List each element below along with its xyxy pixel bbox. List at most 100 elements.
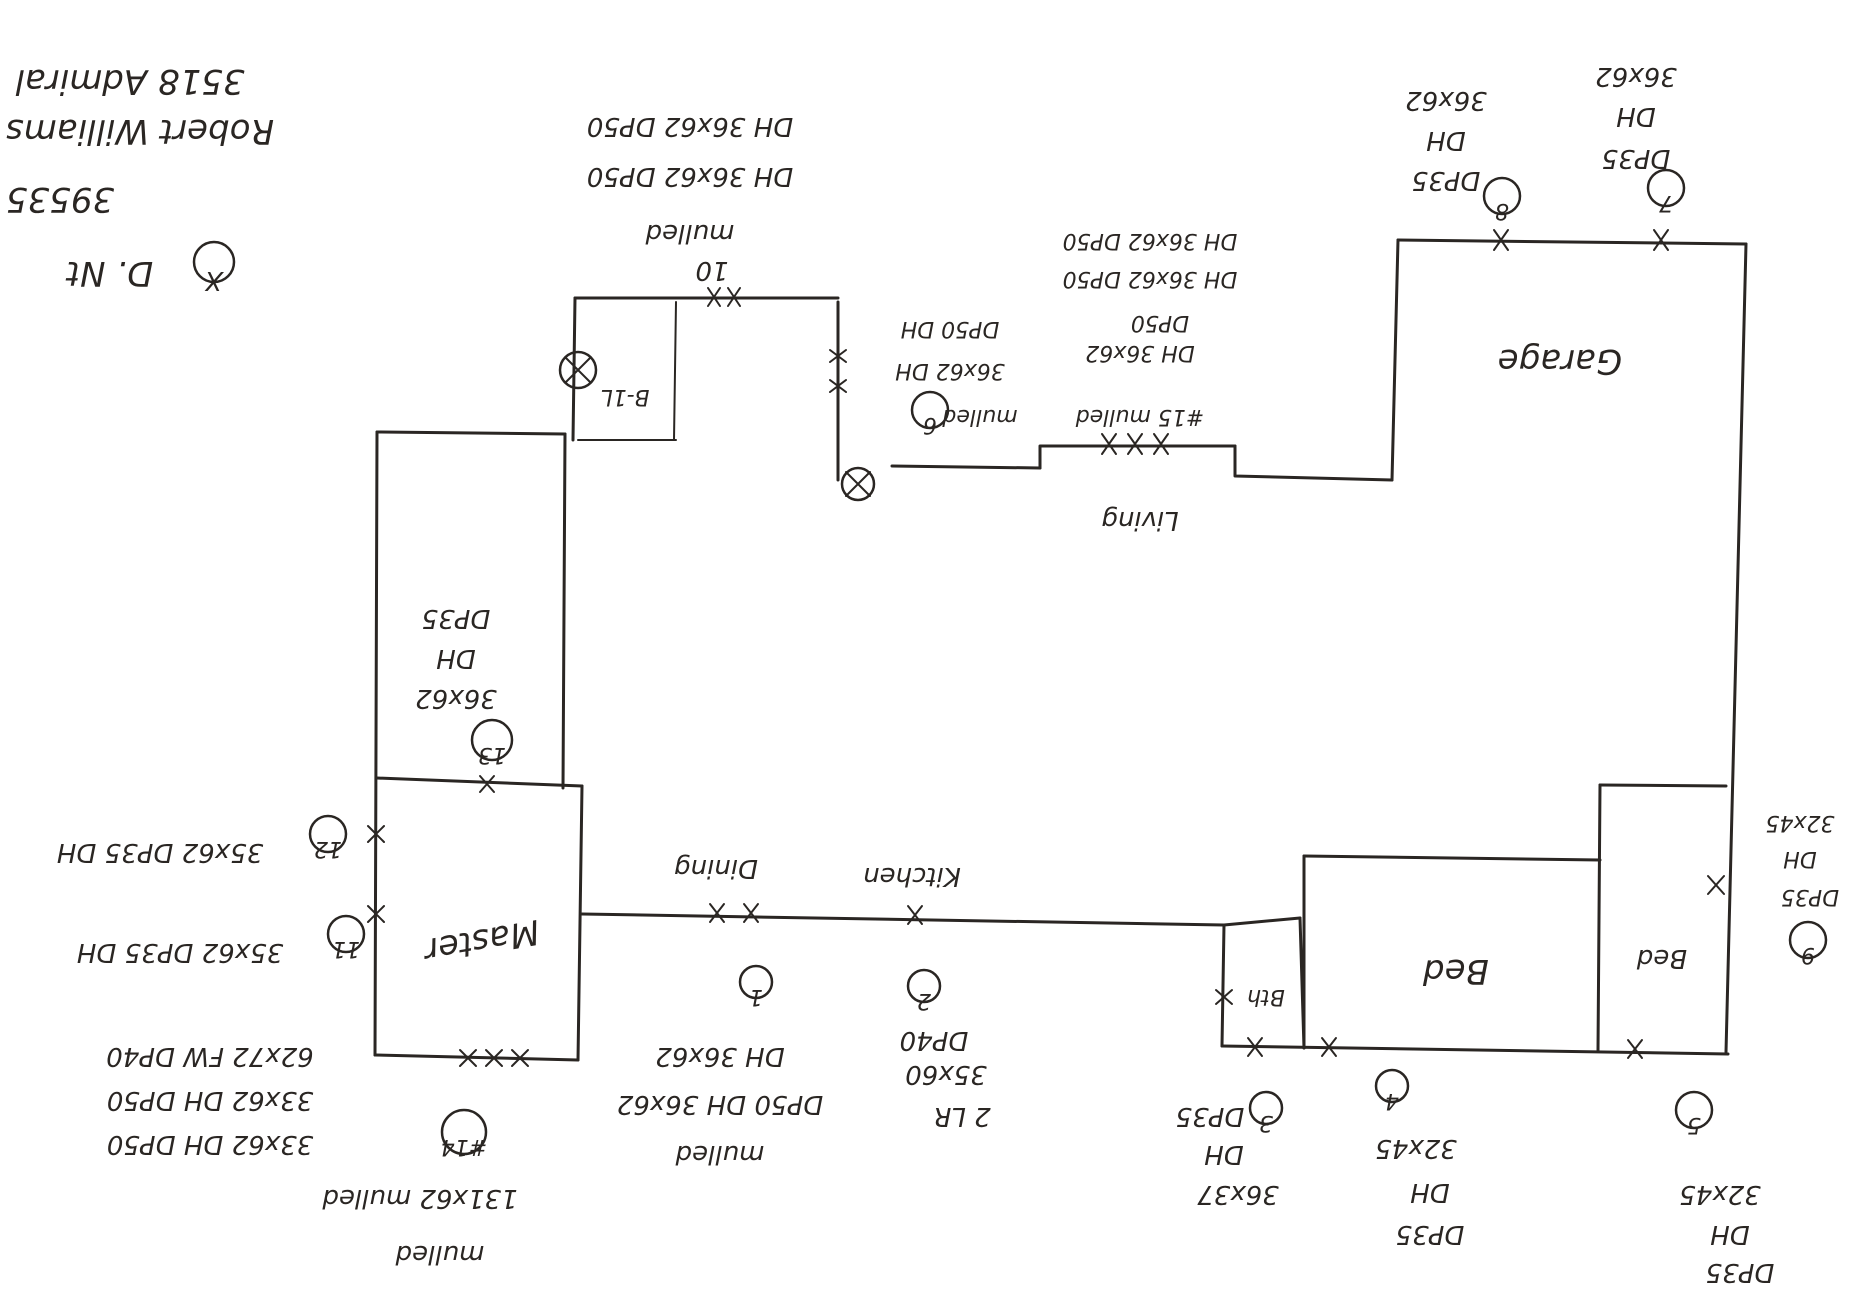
- room-label-garage: Garage: [1498, 341, 1623, 381]
- mark-x: [459, 1049, 477, 1067]
- mark-x: [479, 775, 495, 793]
- wall-front-step2: [1233, 444, 1394, 482]
- window-marks: [367, 229, 1725, 1067]
- note-text: #15 mulled: [1075, 404, 1205, 429]
- mark-x: [829, 349, 847, 363]
- note-text: 2 LR: [933, 1101, 990, 1131]
- note-text: DH 36x62 DP50: [587, 111, 793, 141]
- note-text: DH: [1410, 1177, 1450, 1207]
- note-number-circle-icon: [1482, 176, 1522, 216]
- note-text: DH: [436, 643, 476, 673]
- mark-x: [1215, 989, 1233, 1005]
- wall-master-bottom: [373, 1053, 580, 1062]
- note-text: 131x62 mulled: [322, 1183, 518, 1213]
- room-label-living: Living: [1101, 505, 1178, 535]
- header-notes: Robert Williams 3518 Admiral 39535 X D. …: [6, 61, 274, 295]
- mark-x: [1321, 1037, 1337, 1057]
- legend-circle-icon: [192, 240, 236, 284]
- note-text: DP40: [900, 1025, 969, 1055]
- note-number: 3: [1259, 1110, 1273, 1135]
- mark-x: [1247, 1037, 1263, 1057]
- wall-bedmid-top: [1302, 854, 1602, 862]
- wall-front-step: [1038, 444, 1237, 470]
- note-text: DH 36x62 DP50: [1063, 228, 1238, 253]
- note-text: 36x62: [1405, 85, 1487, 115]
- note-number: 8: [1495, 198, 1509, 223]
- note-number: 13: [478, 742, 506, 767]
- note-text: DP50: [1131, 310, 1189, 335]
- note-number: 11: [332, 936, 360, 961]
- note-group-9: 9 32x45 DH DP35: [1765, 810, 1839, 967]
- note-text: DH: [1783, 846, 1816, 871]
- note-text: DH: [1204, 1139, 1244, 1169]
- note-text: DP35: [1396, 1219, 1465, 1249]
- note-number-circle-icon: [1646, 168, 1686, 208]
- note-text: DP35: [1602, 143, 1671, 173]
- note-number: 12: [314, 836, 342, 861]
- note-group-2: 2 DP40 35x60 2 LR: [900, 968, 991, 1131]
- note-text: 32x45: [1765, 810, 1834, 835]
- note-number: 9: [1801, 942, 1815, 967]
- legend-symbol: X: [204, 265, 225, 295]
- wall-bath2-left: [1220, 923, 1226, 1048]
- wall-master-top: [375, 776, 584, 788]
- mark-x: [367, 825, 385, 843]
- note-text: DP50 DH: [901, 316, 1000, 341]
- wall-garage-right: [1724, 242, 1748, 1054]
- note-number-circle-icon: [308, 814, 348, 854]
- note-text: mulled: [395, 1239, 484, 1269]
- note-number-circle-icon: [738, 964, 774, 1000]
- mark-x: [1493, 229, 1509, 251]
- note-group-8: 8 DP35 DH 36x62: [1405, 85, 1522, 223]
- mark-x: [829, 379, 847, 393]
- legend-text: D. Nt: [65, 253, 153, 293]
- wall-front-1: [890, 464, 1042, 470]
- room-label-bed-mid: Bed: [1423, 951, 1489, 991]
- note-text: 33x62 DH DP50: [107, 1085, 313, 1115]
- note-number-circle-icon: [326, 914, 366, 954]
- note-number: 4: [1385, 1088, 1399, 1113]
- mark-x: [1707, 875, 1725, 895]
- note-number: #14: [441, 1134, 487, 1159]
- mark-x: [727, 287, 741, 307]
- mark-x: [1153, 433, 1169, 455]
- note-group-6: 6 mulled 36x62 DH DP50 DH: [895, 316, 1017, 437]
- note-text: DP35: [422, 603, 491, 633]
- note-text: DH 36x62 DP50: [1063, 266, 1238, 291]
- note-text: mulled: [941, 404, 1017, 429]
- door-symbol-icon: [558, 350, 598, 390]
- note-group-15: #15 mulled DH 36x62 DP50 DH 36x62 DP50 D…: [1063, 228, 1238, 429]
- note-text: DH 36x62: [655, 1041, 784, 1071]
- note-text: 36x62: [1595, 61, 1677, 91]
- door-symbols: [558, 350, 876, 502]
- room-labels: Garage Living B-1L Master Dining Kitchen…: [419, 341, 1687, 1009]
- note-number-circle-icon: [1374, 1068, 1410, 1104]
- note-text: DP35: [1412, 165, 1481, 195]
- mark-x: [511, 1049, 529, 1067]
- note-text: mulled: [675, 1139, 764, 1169]
- note-number-circle-icon: [1674, 1090, 1714, 1130]
- header-line-address: 3518 Admiral: [15, 61, 245, 101]
- note-text: DH: [1426, 125, 1466, 155]
- room-label-bath-bottom: Bth: [1247, 984, 1285, 1009]
- mark-x: [907, 905, 923, 925]
- note-text: DP50 DH 36x62: [617, 1089, 823, 1119]
- wall-bath-inner-v: [673, 301, 677, 441]
- note-number-circle-icon: [1788, 920, 1828, 960]
- door-symbol-cross: [845, 471, 871, 497]
- note-text: DH: [1616, 101, 1656, 131]
- note-text: 10: [695, 255, 728, 285]
- header-line-zip: 39535: [6, 179, 114, 219]
- room-label-bed-right: Bed: [1636, 943, 1687, 973]
- wall-bedright-top: [1598, 783, 1728, 788]
- wall-bath-left: [571, 296, 577, 442]
- wall-bottom-main: [580, 912, 1226, 927]
- wall-garage-top: [1396, 238, 1748, 246]
- note-text: 35x62 DP35 DH: [57, 837, 263, 867]
- walls: [373, 238, 1748, 1062]
- mark-x: [1101, 433, 1117, 455]
- wall-left-outer: [373, 430, 379, 1057]
- note-text: DH 36x62 DP50: [587, 161, 793, 191]
